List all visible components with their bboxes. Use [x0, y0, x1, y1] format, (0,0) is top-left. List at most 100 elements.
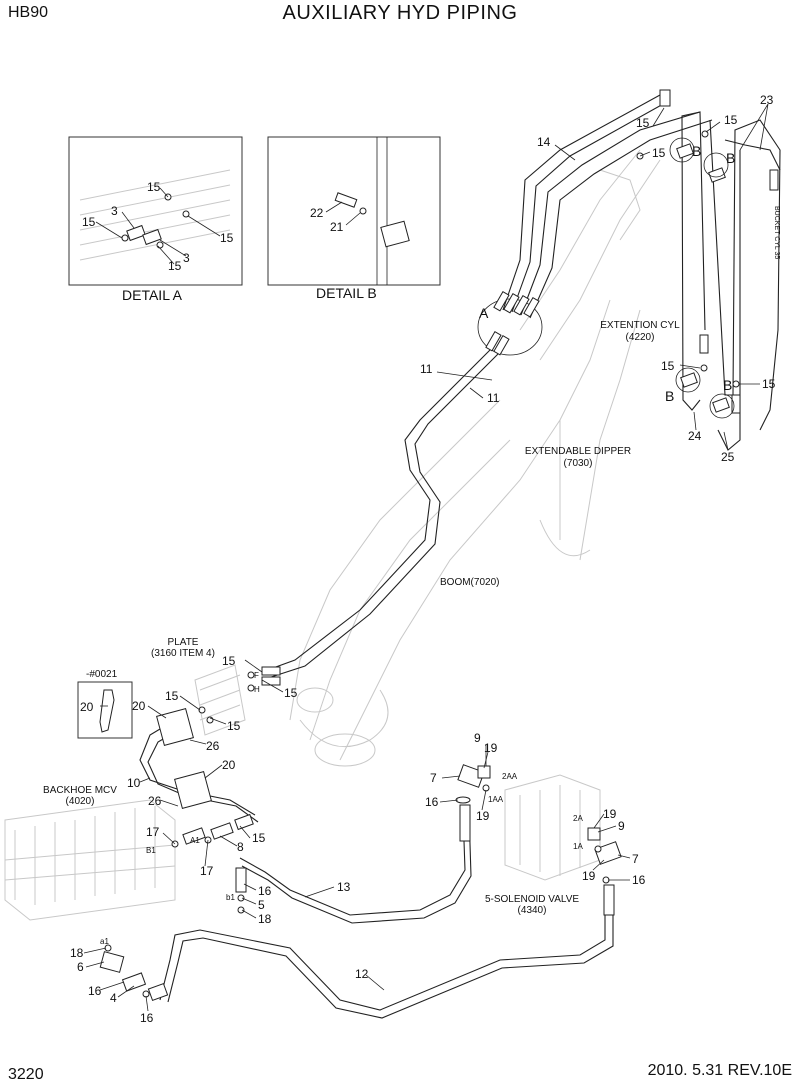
callout-16: 16	[140, 1011, 154, 1025]
callout-16: 16	[425, 795, 439, 809]
solenoid-valve-ref: (4340)	[518, 905, 547, 916]
extendable-dipper-ref: (7030)	[564, 458, 593, 469]
dipper-outline	[519, 149, 661, 561]
callout-9: 9	[618, 819, 625, 833]
callout-16: 16	[258, 884, 272, 898]
callout-26: 26	[206, 739, 220, 753]
callout-5: 5	[258, 898, 265, 912]
callout-26: 26	[148, 794, 162, 808]
extention-cyl-fittings	[636, 89, 779, 414]
callout-14: 14	[537, 135, 551, 149]
extendable-dipper-label: EXTENDABLE DIPPER	[525, 446, 631, 457]
port-h: H	[254, 685, 260, 694]
port-b1: B1	[146, 846, 156, 855]
detail-a-callout-15: 15	[147, 180, 161, 194]
callout-16: 16	[632, 873, 646, 887]
callout-15: 15	[636, 116, 650, 130]
plate-assembly	[194, 664, 255, 736]
callout-11: 11	[487, 391, 500, 405]
plate-ref: (3160 ITEM 4)	[151, 648, 215, 659]
detail-b-title: DETAIL B	[316, 285, 377, 301]
callout-6: 6	[77, 960, 84, 974]
junction-a	[477, 291, 543, 356]
hose-13	[239, 796, 472, 924]
serial-note-bracket	[77, 681, 133, 739]
callout-15: 15	[227, 719, 241, 733]
detail-b-callout-22: 22	[310, 206, 324, 220]
callout-16: 16	[88, 984, 102, 998]
leader-lines	[83, 103, 769, 1012]
callout-12: 12	[355, 967, 369, 981]
component-labels: EXTENTION CYL (4220) EXTENDABLE DIPPER (…	[43, 206, 780, 916]
boom-label: BOOM(7020)	[440, 577, 499, 588]
callout-17: 17	[200, 864, 214, 878]
callout-15: 15	[252, 831, 266, 845]
mcv-hoses	[139, 708, 259, 914]
view-mark-b: B	[665, 388, 674, 404]
detail-a-callout-3: 3	[183, 251, 190, 265]
callout-19: 19	[582, 869, 596, 883]
hose-12	[159, 884, 615, 1019]
callout-15: 15	[165, 689, 179, 703]
detail-a-title: DETAIL A	[122, 287, 183, 303]
backhoe-mcv-label: BACKHOE MCV	[43, 785, 117, 796]
callout-18: 18	[258, 912, 272, 926]
callout-25: 25	[721, 450, 735, 464]
callout-18: 18	[70, 946, 84, 960]
callout-10: 10	[127, 776, 141, 790]
model-code: HB90	[8, 4, 49, 21]
port-1aa: 1AA	[488, 795, 504, 804]
page-title: AUXILIARY HYD PIPING	[282, 2, 518, 24]
extention-cyl-ref: (4220)	[626, 332, 655, 343]
callout-15: 15	[661, 359, 675, 373]
port-1a: 1A	[573, 842, 583, 851]
solenoid-fittings	[457, 764, 622, 884]
detail-a-callout-15: 15	[220, 231, 234, 245]
port-f: F	[254, 671, 259, 680]
detail-a-callout-15: 15	[168, 259, 182, 273]
callout-7: 7	[430, 771, 437, 785]
view-mark-b: B	[723, 377, 732, 393]
detail-a-box: 15 3 15 15 15 3 DETAIL A	[68, 136, 243, 303]
solenoid-valve-label: 5-SOLENOID VALVE	[485, 894, 579, 905]
view-mark-a: A	[479, 305, 489, 321]
callout-7: 7	[632, 852, 639, 866]
boom-hoses	[261, 349, 499, 686]
dipper-hose-bundle	[502, 94, 781, 451]
port-marks: F H B1 A1 b1 a1 2AA 1AA 2A 1A	[100, 671, 583, 946]
detail-a-callout-3: 3	[111, 204, 118, 218]
callout-11: 11	[420, 362, 433, 376]
detail-a-callout-15: 15	[82, 215, 96, 229]
callout-23: 23	[760, 93, 774, 107]
view-marks: A B B B B	[479, 137, 735, 419]
callout-19: 19	[603, 807, 617, 821]
port-a1: A1	[190, 836, 200, 845]
bucket-cyl-label: BUCKET CYL 35	[773, 206, 780, 259]
view-mark-b: B	[692, 143, 701, 159]
boom-outline	[289, 399, 561, 767]
callouts: 23 15 15 14 15 11 11 15 24 15 25 15 15 1…	[70, 93, 776, 1025]
port-a1-lower: a1	[100, 937, 109, 946]
callout-20: 20	[80, 700, 94, 714]
callout-17: 17	[146, 825, 160, 839]
callout-15: 15	[284, 686, 298, 700]
callout-8: 8	[237, 840, 244, 854]
page-number: 3220	[8, 1066, 44, 1083]
port-b1-lower: b1	[226, 893, 235, 902]
detail-b-callout-21: 21	[330, 220, 344, 234]
callout-15: 15	[762, 377, 776, 391]
backhoe-mcv-body	[4, 799, 176, 921]
revision-date: 2010. 5.31 REV.10E	[647, 1062, 792, 1079]
port-2aa: 2AA	[502, 772, 518, 781]
serial-note: -#0021	[86, 669, 118, 680]
port-2a: 2A	[573, 814, 583, 823]
callout-20: 20	[222, 758, 236, 772]
callout-24: 24	[688, 429, 702, 443]
callout-19: 19	[484, 741, 498, 755]
plate-label: PLATE	[168, 637, 199, 648]
backhoe-mcv-ref: (4020)	[66, 796, 95, 807]
callout-15: 15	[724, 113, 738, 127]
callout-20: 20	[132, 699, 146, 713]
callout-15: 15	[652, 146, 666, 160]
